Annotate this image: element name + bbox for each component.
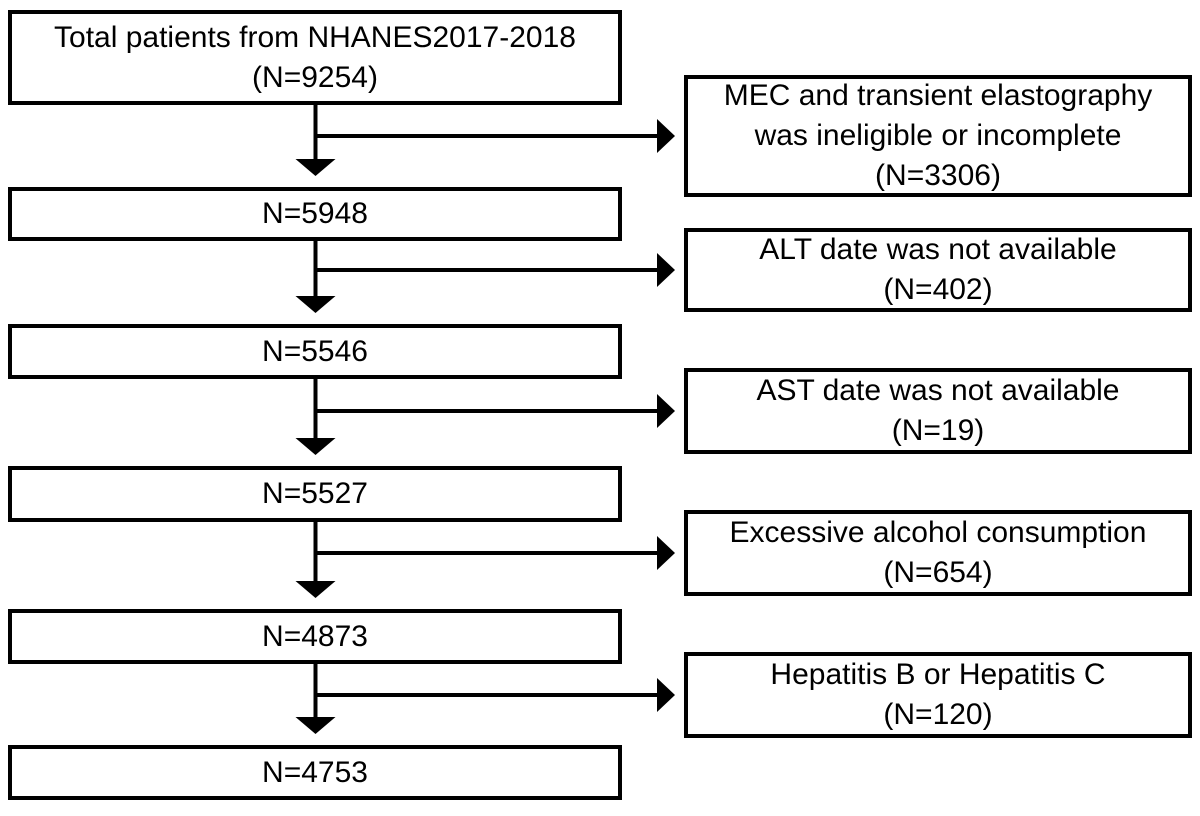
flow-box-count: N=4753 xyxy=(262,755,368,789)
arrow-down-icon-2 xyxy=(295,296,336,313)
flow-box-after-alcohol-exclusion: N=4873 xyxy=(8,609,622,664)
arrow-right-icon-1 xyxy=(657,119,675,153)
exclusion-text: ALT date was not available xyxy=(759,233,1117,266)
flow-box-total-patients: Total patients from NHANES2017-2018 (N=9… xyxy=(8,10,622,105)
arrow-down-icon-5 xyxy=(295,717,336,734)
arrow-down-icon-3 xyxy=(295,438,336,455)
flow-box-after-alt-exclusion: N=5546 xyxy=(8,324,622,379)
flow-box-final-cohort: N=4753 xyxy=(8,745,622,800)
flow-box-count: N=4873 xyxy=(262,619,368,653)
exclusion-count: (N=120) xyxy=(883,698,993,731)
flow-box-count: N=5546 xyxy=(262,334,368,368)
exclusion-text: MEC and transient elastography xyxy=(723,79,1153,112)
arrow-right-icon-5 xyxy=(657,678,675,712)
flow-box-after-mec-exclusion: N=5948 xyxy=(8,187,622,241)
exclusion-text: Hepatitis B or Hepatitis C xyxy=(770,658,1106,691)
exclusion-box-alcohol: Excessive alcohol consumption (N=654) xyxy=(684,510,1192,596)
exclusion-count: (N=402) xyxy=(883,273,993,306)
exclusion-text: was ineligible or incomplete xyxy=(754,119,1122,152)
arrow-right-icon-3 xyxy=(657,394,675,428)
exclusion-box-alt-unavailable: ALT date was not available (N=402) xyxy=(684,228,1192,312)
exclusion-box-ast-unavailable: AST date was not available (N=19) xyxy=(684,368,1192,454)
exclusion-box-hepatitis: Hepatitis B or Hepatitis C (N=120) xyxy=(684,652,1192,738)
arrow-right-icon-4 xyxy=(657,536,675,570)
flow-box-count: (N=9254) xyxy=(252,60,378,94)
exclusion-text: Excessive alcohol consumption xyxy=(729,516,1147,549)
arrow-right-icon-2 xyxy=(657,253,675,287)
exclusion-count: (N=19) xyxy=(891,414,985,447)
flow-box-count: N=5948 xyxy=(262,197,368,230)
flow-box-text: Total patients from NHANES2017-2018 xyxy=(54,20,576,54)
exclusion-count: (N=3306) xyxy=(875,159,1001,192)
flow-box-after-ast-exclusion: N=5527 xyxy=(8,466,622,522)
flow-box-count: N=5527 xyxy=(262,477,368,510)
exclusion-count: (N=654) xyxy=(883,556,993,589)
arrow-down-icon-4 xyxy=(295,581,336,598)
arrow-down-icon-1 xyxy=(295,159,336,176)
exclusion-text: AST date was not available xyxy=(756,374,1120,407)
exclusion-box-mec-elastography: MEC and transient elastography was ineli… xyxy=(684,75,1192,197)
